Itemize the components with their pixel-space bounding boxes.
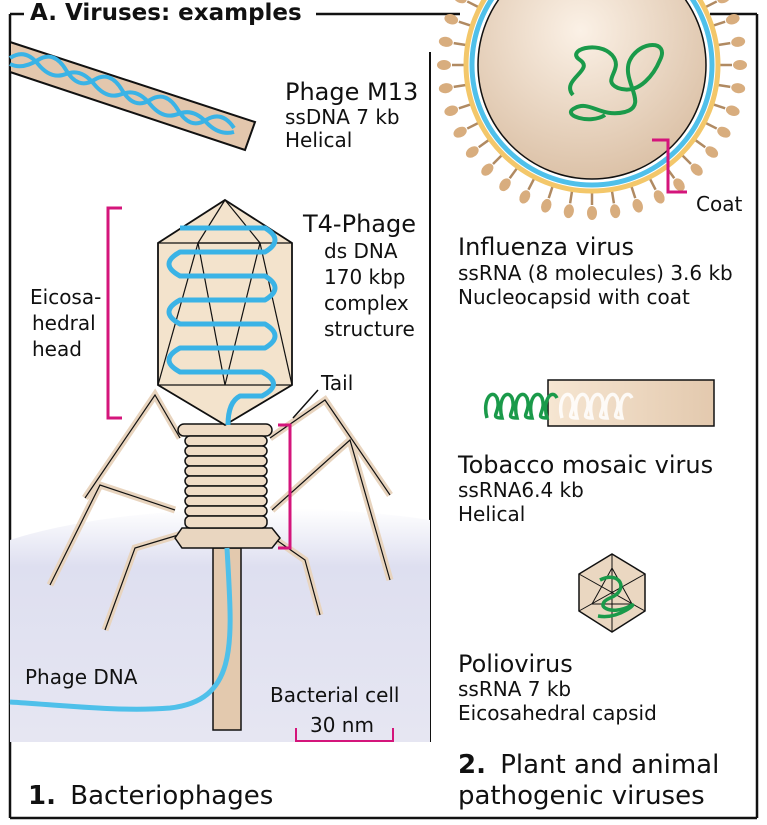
spike-head bbox=[587, 206, 597, 220]
head-label-2: hedral bbox=[32, 311, 96, 335]
tobacco-shape: Helical bbox=[458, 502, 525, 526]
tobacco-genome: ssRNA6.4 kb bbox=[458, 478, 584, 502]
section-2-title-line2: pathogenic viruses bbox=[458, 781, 705, 811]
t4-line2: 170 kbp bbox=[324, 265, 406, 289]
section-2-title-line1: 2. Plant and animal bbox=[458, 750, 719, 780]
spike-head bbox=[715, 125, 732, 140]
section-2-text: Plant and animal bbox=[500, 750, 719, 780]
m13-shape: Helical bbox=[285, 128, 352, 152]
poliovirus-illustration bbox=[579, 554, 645, 632]
spike-head bbox=[438, 82, 453, 94]
spike-head bbox=[730, 82, 745, 94]
polio-genome: ssRNA 7 kb bbox=[458, 677, 571, 701]
spike-head bbox=[652, 188, 667, 205]
spike-head bbox=[715, 0, 732, 5]
spike-head bbox=[438, 36, 453, 48]
spike-head bbox=[631, 198, 645, 214]
base-plate bbox=[175, 528, 280, 548]
influenza-genome: ssRNA (8 molecules) 3.6 kb bbox=[458, 261, 733, 285]
t4-name: T4-Phage bbox=[302, 210, 416, 238]
head-label-1: Eicosa- bbox=[30, 285, 101, 309]
spike-head bbox=[539, 198, 553, 214]
spike-head bbox=[609, 203, 621, 218]
tobacco-name: Tobacco mosaic virus bbox=[457, 451, 713, 479]
tail-sheath bbox=[178, 424, 272, 528]
head-label-3: head bbox=[32, 337, 82, 361]
section-1-title: 1. Bacteriophages bbox=[28, 781, 273, 811]
influenza-name: Influenza virus bbox=[458, 233, 634, 261]
section-1-number: 1. bbox=[28, 781, 56, 811]
scale-label: 30 nm bbox=[310, 713, 374, 737]
t4-line3: complex bbox=[324, 291, 409, 315]
polio-capsid: Eicosahedral capsid bbox=[458, 701, 657, 725]
spike-head bbox=[452, 125, 469, 140]
section-2-number: 2. bbox=[458, 750, 486, 780]
spike-head bbox=[725, 104, 741, 118]
t4-line4: structure bbox=[324, 317, 415, 341]
polio-name: Poliovirus bbox=[458, 650, 573, 678]
spike-head bbox=[563, 203, 575, 218]
section-1-text: Bacteriophages bbox=[70, 781, 273, 811]
m13-name: Phage M13 bbox=[285, 78, 418, 106]
t4-line1: ds DNA bbox=[324, 239, 398, 263]
spike-head bbox=[517, 188, 532, 205]
tobacco-mosaic-virus-illustration bbox=[486, 380, 714, 426]
spike-head bbox=[452, 0, 469, 5]
head-bracket bbox=[108, 208, 122, 418]
spike-head bbox=[443, 104, 459, 118]
m13-genome: ssDNA 7 kb bbox=[285, 105, 400, 129]
phage-dna-label: Phage DNA bbox=[25, 665, 138, 689]
influenza-virus-illustration bbox=[437, 0, 747, 220]
eicosahedral-head bbox=[158, 200, 292, 425]
spike-head bbox=[730, 36, 745, 48]
coat-label: Coat bbox=[696, 192, 742, 216]
spike-head bbox=[733, 60, 747, 70]
tail-label: Tail bbox=[320, 371, 353, 395]
influenza-structure: Nucleocapsid with coat bbox=[458, 285, 690, 309]
bacterial-cell-label: Bacterial cell bbox=[270, 683, 399, 707]
phage-m13-illustration bbox=[10, 42, 255, 150]
figure-title: A. Viruses: examples bbox=[30, 0, 302, 26]
spike-head bbox=[437, 60, 451, 70]
